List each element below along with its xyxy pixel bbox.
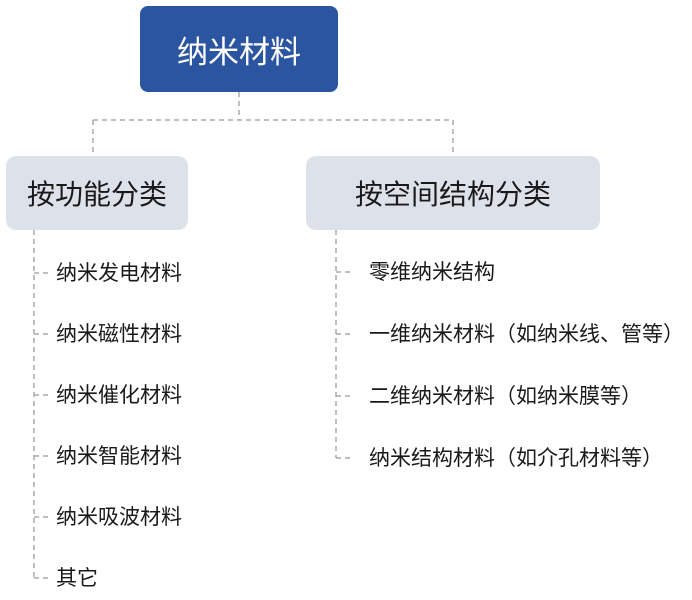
leaf-item: 其它	[56, 566, 98, 590]
root-node: 纳米材料	[140, 6, 338, 92]
leaf-item: 纳米催化材料	[56, 383, 182, 407]
category-label: 按功能分类	[26, 178, 167, 211]
leaf-item: 二维纳米材料（如纳米膜等）	[369, 384, 642, 408]
leaf-item: 纳米智能材料	[56, 444, 182, 468]
leaf-item: 纳米发电材料	[56, 261, 182, 285]
category-node-function: 按功能分类	[6, 156, 188, 230]
leaf-item: 纳米吸波材料	[56, 505, 182, 529]
leaf-item: 纳米磁性材料	[56, 322, 182, 346]
root-label: 纳米材料	[177, 34, 301, 71]
category-node-structure: 按空间结构分类	[306, 156, 600, 230]
leaf-item: 零维纳米结构	[369, 260, 495, 284]
leaf-item: 一维纳米材料（如纳米线、管等）	[369, 322, 684, 346]
leaf-item: 纳米结构材料（如介孔材料等）	[369, 446, 663, 470]
category-label: 按空间结构分类	[354, 178, 551, 211]
